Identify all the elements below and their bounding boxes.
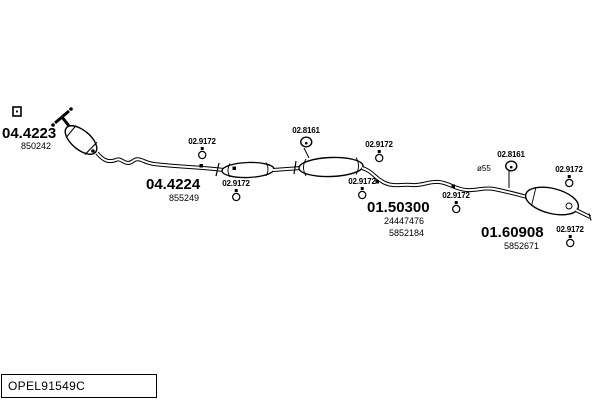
center-muffler-drawing bbox=[298, 147, 364, 178]
connector-pipe-drawing bbox=[272, 160, 302, 175]
fastener-label: 02.9172 bbox=[188, 137, 216, 146]
fastener-label: 02.8161 bbox=[497, 150, 525, 159]
fastener-marker-clamp-6[interactable]: 02.9172 bbox=[555, 165, 583, 188]
part-number-front-pipe[interactable]: 04.4224 bbox=[146, 176, 201, 193]
part-ref-rear-muffler: 5852671 bbox=[504, 241, 540, 251]
resonator-drawing bbox=[221, 161, 275, 179]
part-number-center-muffler[interactable]: 01.50300 bbox=[367, 199, 430, 216]
front-pipe-drawing bbox=[95, 151, 225, 177]
rubber-hanger-icon bbox=[299, 136, 313, 148]
diagram-code-box: OPEL91549C bbox=[1, 374, 157, 398]
fastener-marker-clamp-4[interactable]: 02.9172 bbox=[348, 177, 376, 200]
intermediate-pipe-drawing bbox=[199, 164, 528, 199]
part-ref-front-pipe: 855249 bbox=[169, 193, 200, 203]
fastener-marker-clamp-2[interactable]: 02.9172 bbox=[222, 179, 250, 202]
catalyst-drawing bbox=[51, 107, 98, 155]
fastener-label: 02.9172 bbox=[442, 191, 470, 200]
fastener-label: 02.9172 bbox=[222, 179, 250, 188]
rubber-hanger-icon bbox=[504, 160, 518, 172]
pipe-diameter-annotation: ø55 bbox=[477, 164, 491, 173]
fastener-label: 02.9172 bbox=[348, 177, 376, 186]
fastener-marker-hanger-1[interactable]: 02.8161 bbox=[292, 126, 320, 148]
fastener-marker-hanger-2[interactable]: 02.8161 bbox=[497, 150, 525, 172]
clamp-icon bbox=[197, 147, 207, 160]
clamp-icon bbox=[231, 189, 241, 202]
clamp-icon bbox=[564, 175, 574, 188]
fastener-marker-clamp-3[interactable]: 02.9172 bbox=[365, 140, 393, 163]
fastener-marker-clamp-1[interactable]: 02.9172 bbox=[188, 137, 216, 160]
part-ref2-center-muffler: 5852184 bbox=[389, 228, 425, 238]
part-ref1-center-muffler: 24447476 bbox=[384, 216, 425, 226]
fastener-marker-clamp-5[interactable]: 02.9172 bbox=[442, 191, 470, 214]
fastener-label: 02.8161 bbox=[292, 126, 320, 135]
fastener-label: 02.9172 bbox=[365, 140, 393, 149]
clamp-icon bbox=[565, 235, 575, 248]
tailpipe-drawing bbox=[575, 208, 592, 221]
part-number-rear-muffler[interactable]: 01.60908 bbox=[481, 224, 544, 241]
part-ref-catalyst: 850242 bbox=[21, 141, 52, 151]
fastener-label: 02.9172 bbox=[556, 225, 584, 234]
rear-muffler-drawing bbox=[524, 186, 580, 216]
part-number-catalyst[interactable]: 04.4223 bbox=[2, 125, 57, 142]
clamp-icon bbox=[357, 187, 367, 200]
fastener-marker-clamp-7[interactable]: 02.9172 bbox=[556, 225, 584, 248]
diagram-code: OPEL91549C bbox=[8, 379, 86, 393]
clamp-icon bbox=[451, 201, 461, 214]
clamp-icon bbox=[374, 150, 384, 163]
fastener-label: 02.9172 bbox=[555, 165, 583, 174]
gasket-icon bbox=[12, 106, 22, 117]
